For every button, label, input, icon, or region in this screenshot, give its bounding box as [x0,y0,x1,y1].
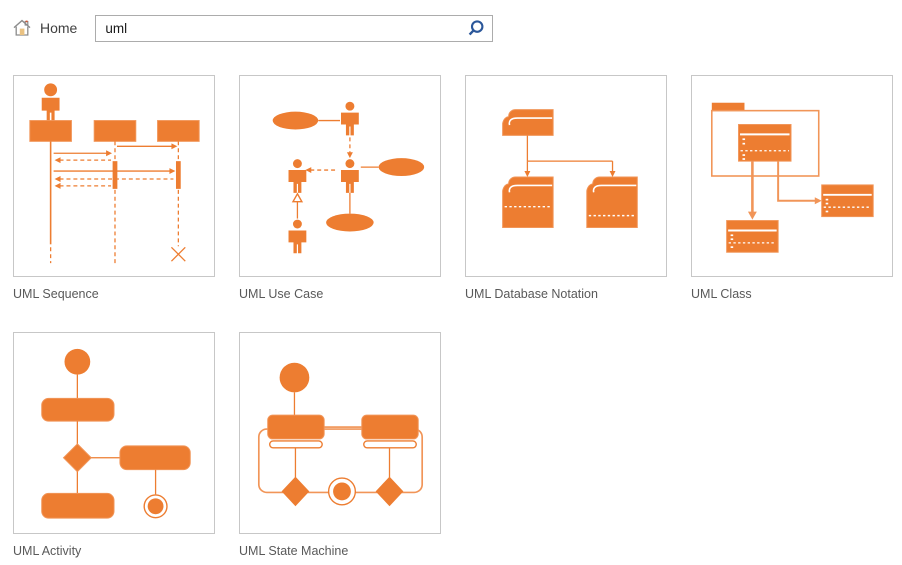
uml-sequence-thumbnail [29,83,200,264]
template-label: UML State Machine [239,544,349,558]
search-icon [468,19,484,35]
template-card-uml-database-notation[interactable] [465,75,667,277]
template-cell-uml-class: UML Class [691,75,893,302]
search-button[interactable] [458,16,492,41]
template-label: UML Sequence [13,287,99,301]
uml-use-case-thumbnail [272,101,425,254]
template-label: UML Use Case [239,287,324,301]
home-icon [13,19,31,36]
template-label: UML Database Notation [465,287,598,301]
uml-class-thumbnail [711,102,874,253]
home-button[interactable]: Home [12,18,77,38]
uml-activity-thumbnail [41,348,191,519]
template-card-uml-use-case[interactable] [239,75,441,277]
template-cell-uml-use-case: UML Use Case [239,75,441,302]
template-label: UML Activity [13,544,82,558]
uml-state-machine-thumbnail [257,362,424,507]
template-cell-uml-database-notation: UML Database Notation [465,75,667,302]
template-card-uml-sequence[interactable] [13,75,215,277]
template-card-uml-class[interactable] [691,75,893,277]
template-card-uml-state-machine[interactable] [239,332,441,534]
top-navigation-bar: Home [0,0,902,42]
template-label: UML Class [691,287,752,301]
template-cell-uml-sequence: UML Sequence [13,75,215,302]
search-input[interactable] [96,20,459,36]
template-cell-uml-activity: UML Activity [13,332,215,559]
template-results-grid: UML Sequence [13,75,902,559]
home-button-label: Home [40,20,78,36]
template-cell-uml-state-machine: UML State Machine [239,332,441,559]
template-card-uml-activity[interactable] [13,332,215,534]
uml-database-notation-thumbnail [502,109,638,228]
template-search-box [95,14,494,42]
